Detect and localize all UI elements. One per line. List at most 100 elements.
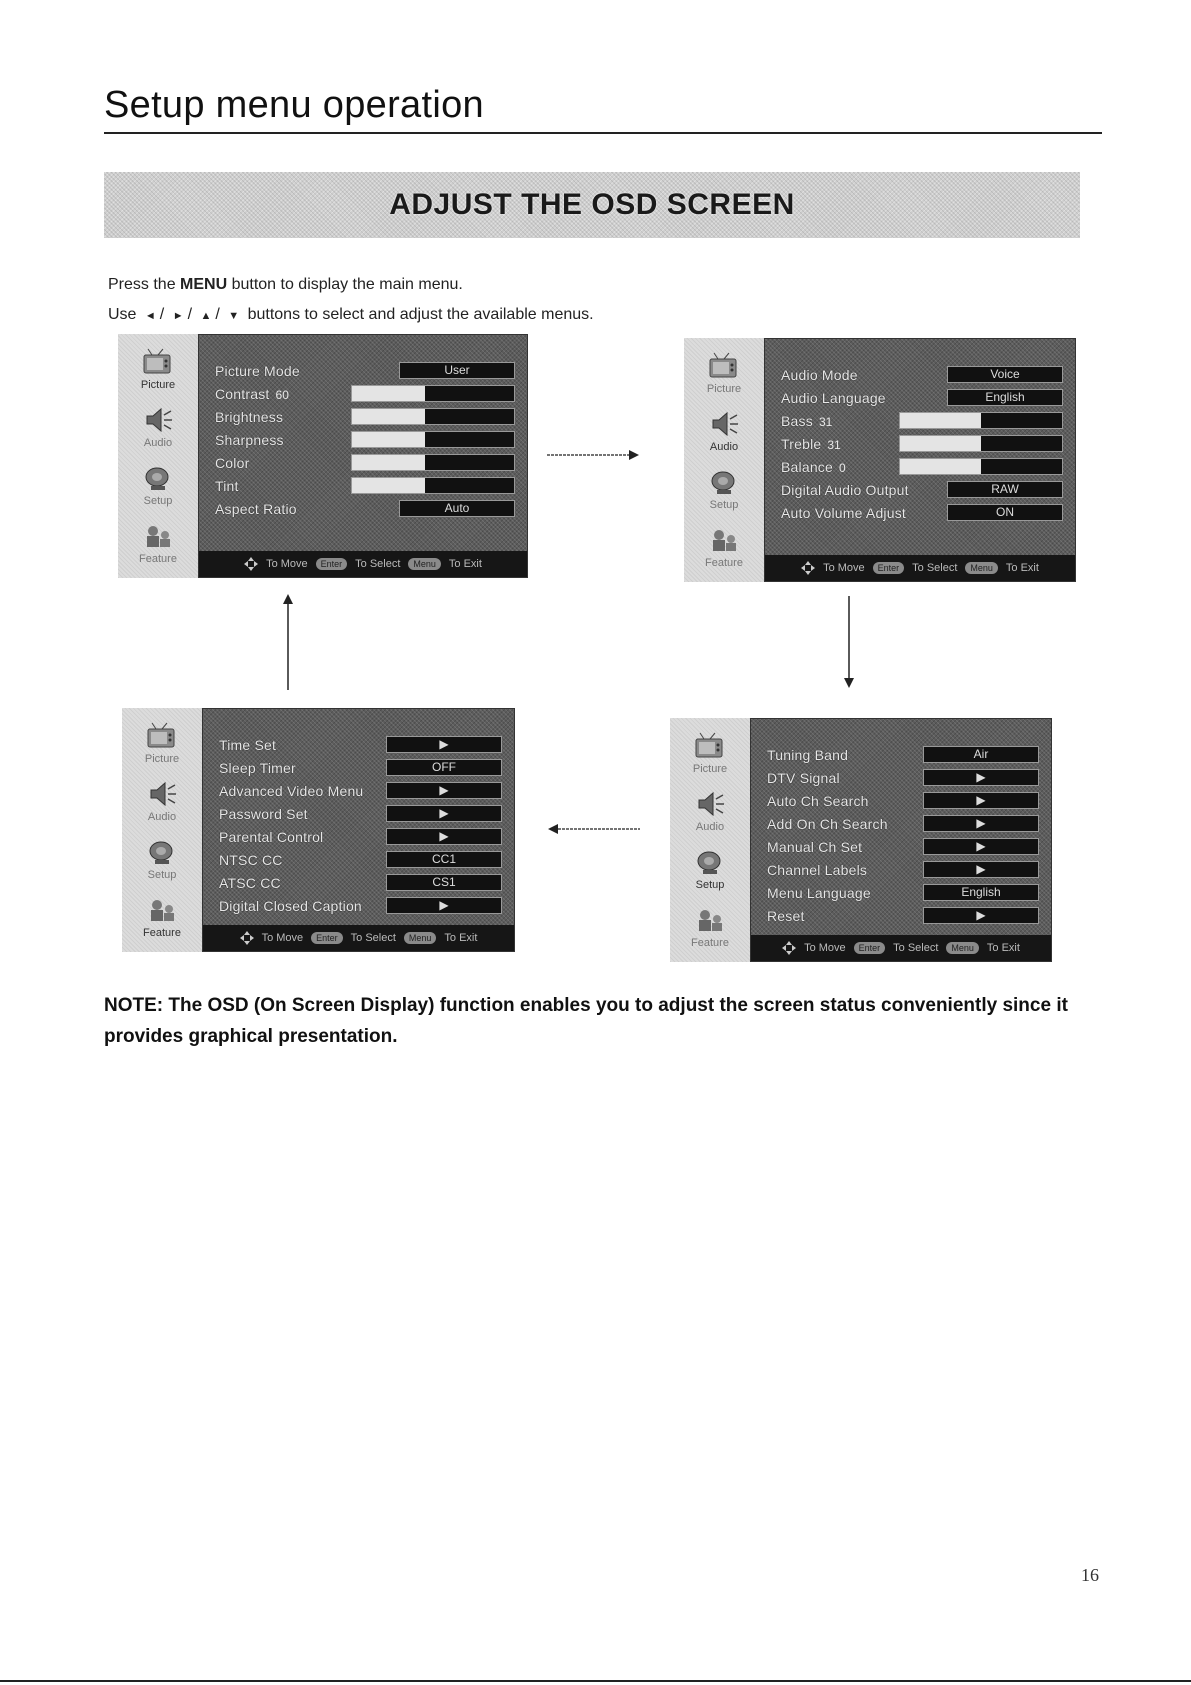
sidebar-item-feature[interactable]: Feature	[139, 521, 177, 565]
picture-icon	[693, 731, 727, 761]
menu-row-value[interactable]: ▶	[923, 907, 1039, 924]
menu-row-value[interactable]: ▶	[923, 838, 1039, 855]
menu-row-value[interactable]: CC1	[386, 851, 502, 868]
menu-row[interactable]: Reset ▶	[767, 904, 1039, 927]
menu-row-value[interactable]: ▶	[386, 897, 502, 914]
move-icon	[801, 561, 816, 575]
menu-row-label: Reset	[767, 907, 805, 924]
menu-row-value[interactable]: CS1	[386, 874, 502, 891]
sidebar-item-picture[interactable]: Picture	[145, 721, 179, 765]
menu-row-value[interactable]: User	[399, 362, 515, 379]
menu-row[interactable]: Password Set▶	[219, 802, 502, 825]
sidebar-item-label: Picture	[692, 763, 728, 775]
footer-move-text: To Move	[266, 558, 308, 570]
sidebar-item-label: Audio	[143, 437, 173, 449]
slider-track	[424, 432, 514, 447]
sidebar-item-setup[interactable]: Setup	[145, 837, 179, 881]
menu-row-value[interactable]: Air	[923, 746, 1039, 763]
sidebar-item-audio[interactable]: Audio	[707, 409, 741, 453]
menu-keyword: MENU	[180, 276, 228, 293]
level-slider[interactable]	[899, 412, 1063, 429]
menu-row-value[interactable]: OFF	[386, 759, 502, 776]
menu-row[interactable]: Parental Control▶	[219, 825, 502, 848]
menu-row[interactable]: Brightness	[215, 405, 515, 428]
slider-fill	[900, 413, 981, 428]
flow-arrow-right	[547, 450, 639, 460]
sidebar-item-feature[interactable]: Feature	[691, 905, 729, 949]
menu-row[interactable]: Tuning Band Air	[767, 743, 1039, 766]
menu-row-label: Aspect Ratio	[215, 500, 297, 517]
level-slider[interactable]	[351, 408, 515, 425]
menu-row-value[interactable]: Voice	[947, 366, 1063, 383]
menu-row-value[interactable]: ON	[947, 504, 1063, 521]
menu-row-value[interactable]: ▶	[386, 782, 502, 799]
sidebar-item-picture[interactable]: Picture	[707, 351, 741, 395]
enter-key-icon: Enter	[853, 942, 886, 954]
sidebar-item-feature[interactable]: Feature	[705, 525, 743, 569]
menu-row[interactable]: Advanced Video Menu ▶	[219, 779, 502, 802]
menu-row-value[interactable]: Auto	[399, 500, 515, 517]
menu-row[interactable]: Sharpness	[215, 428, 515, 451]
menu-row[interactable]: Channel Labels▶	[767, 858, 1039, 881]
sidebar-item-feature[interactable]: Feature	[143, 895, 181, 939]
menu-row[interactable]: Tint	[215, 474, 515, 497]
sidebar-item-setup[interactable]: Setup	[707, 467, 741, 511]
menu-row[interactable]: Color	[215, 451, 515, 474]
menu-row-value[interactable]: ▶	[386, 805, 502, 822]
sidebar-item-setup[interactable]: Setup	[141, 463, 175, 507]
menu-row-label: Advanced Video Menu	[219, 782, 364, 799]
menu-row[interactable]: Manual Ch Set▶	[767, 835, 1039, 858]
menu-row-value[interactable]: ▶	[923, 792, 1039, 809]
menu-row[interactable]: Menu Language English	[767, 881, 1039, 904]
menu-row-value[interactable]: English	[923, 884, 1039, 901]
level-slider[interactable]	[351, 431, 515, 448]
setup-icon	[141, 463, 175, 493]
sidebar-item-audio[interactable]: Audio	[141, 405, 175, 449]
menu-row-value[interactable]: ▶	[923, 815, 1039, 832]
sidebar-item-label: Feature	[143, 927, 181, 939]
menu-row-label: Tuning Band	[767, 746, 849, 763]
level-slider[interactable]	[899, 458, 1063, 475]
menu-row-value[interactable]: English	[947, 389, 1063, 406]
footer-move-text: To Move	[823, 562, 865, 574]
menu-row-value[interactable]: RAW	[947, 481, 1063, 498]
sidebar-item-setup[interactable]: Setup	[693, 847, 727, 891]
level-slider[interactable]	[351, 385, 515, 402]
intro-line-1: Press the MENU button to display the mai…	[108, 276, 463, 294]
sidebar-item-audio[interactable]: Audio	[145, 779, 179, 823]
menu-row[interactable]: Time Set▶	[219, 733, 502, 756]
menu-row[interactable]: Aspect Ratio Auto	[215, 497, 515, 520]
menu-row-value[interactable]: ▶	[923, 769, 1039, 786]
sidebar-item-label: Picture	[140, 379, 176, 391]
menu-row[interactable]: DTV Signal▶	[767, 766, 1039, 789]
menu-row[interactable]: Add On Ch Search▶	[767, 812, 1039, 835]
sidebar-item-audio[interactable]: Audio	[693, 789, 727, 833]
menu-row[interactable]: Auto Ch Search▶	[767, 789, 1039, 812]
menu-row-value[interactable]: ▶	[386, 828, 502, 845]
level-slider[interactable]	[351, 477, 515, 494]
menu-row-label: Menu Language	[767, 884, 871, 901]
level-slider[interactable]	[351, 454, 515, 471]
menu-row[interactable]: Digital Closed Caption▶	[219, 894, 502, 917]
sidebar-item-picture[interactable]: Picture	[141, 347, 175, 391]
menu-row-value[interactable]: ▶	[386, 736, 502, 753]
level-slider[interactable]	[899, 435, 1063, 452]
sidebar-item-picture[interactable]: Picture	[693, 731, 727, 775]
menu-row-value[interactable]: ▶	[923, 861, 1039, 878]
